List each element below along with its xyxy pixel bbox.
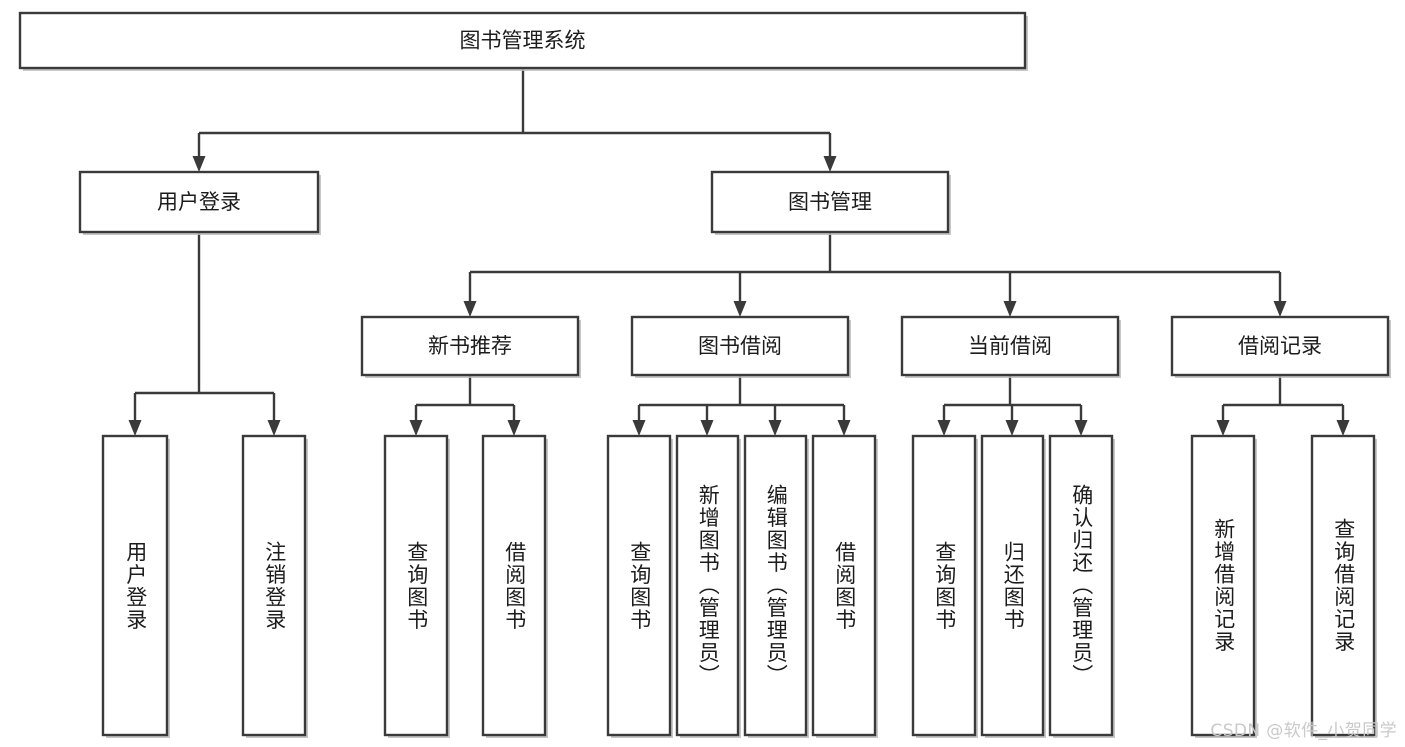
arrow-head-icon: [1216, 420, 1230, 436]
node-label: 借阅记录: [1238, 334, 1322, 358]
arrow-head-icon: [128, 420, 142, 436]
connector-book-manage: [468, 232, 1282, 301]
node-leaf-borrow-book[interactable]: [811, 434, 877, 737]
node-box[interactable]: [911, 434, 977, 737]
node-leaf-confirm-return[interactable]: [1048, 434, 1114, 737]
node-box[interactable]: [360, 315, 580, 377]
arrow-head-icon: [267, 420, 281, 436]
arrow-head-icon: [1005, 420, 1019, 436]
node-box[interactable]: [743, 434, 808, 737]
connector-new-book-rec: [414, 375, 516, 420]
node-label: 当前借阅: [968, 334, 1052, 358]
node-leaf-user-login[interactable]: [101, 434, 169, 737]
connector-root: [197, 68, 832, 156]
arrow-head-icon: [1074, 420, 1088, 436]
arrow-head-icon: [507, 420, 521, 436]
node-box[interactable]: [481, 434, 547, 737]
arrow-head-icon: [1336, 420, 1350, 436]
node-box[interactable]: [675, 434, 740, 737]
arrow-head-icon: [823, 156, 837, 172]
node-label: 用户登录: [157, 190, 241, 214]
node-box[interactable]: [710, 170, 950, 234]
node-book-borrow[interactable]: 图书借阅: [630, 315, 850, 377]
node-book-manage[interactable]: 图书管理: [710, 170, 950, 234]
node-box[interactable]: [241, 434, 307, 737]
node-label: 新书推荐: [428, 334, 512, 358]
node-box[interactable]: [18, 11, 1027, 70]
node-new-book-rec[interactable]: 新书推荐: [360, 315, 580, 377]
arrow-head-icon: [837, 420, 851, 436]
node-box[interactable]: [1170, 315, 1390, 377]
connector-current-borrow: [942, 375, 1083, 420]
arrow-head-icon: [409, 420, 423, 436]
arrow-head-icon: [632, 420, 646, 436]
node-box[interactable]: [78, 170, 320, 234]
connector-book-borrow: [637, 375, 846, 420]
node-box[interactable]: [1310, 434, 1376, 737]
node-user-login[interactable]: 用户登录: [78, 170, 320, 234]
connector-user-login: [133, 232, 276, 420]
node-box[interactable]: [980, 434, 1045, 737]
node-box[interactable]: [900, 315, 1120, 377]
arrow-head-icon: [192, 156, 206, 172]
node-box[interactable]: [630, 315, 850, 377]
node-current-borrow[interactable]: 当前借阅: [900, 315, 1120, 377]
node-leaf-edit-book[interactable]: [743, 434, 808, 737]
node-leaf-borrow-book-rec[interactable]: [481, 434, 547, 737]
node-box[interactable]: [1048, 434, 1114, 737]
arrow-head-icon: [463, 301, 477, 317]
arrow-head-icon: [1003, 301, 1017, 317]
arrow-head-icon: [768, 420, 782, 436]
node-label: 图书管理: [788, 190, 872, 214]
node-leaf-query-book[interactable]: [606, 434, 672, 737]
node-leaf-logout[interactable]: [241, 434, 307, 737]
node-box[interactable]: [1190, 434, 1256, 737]
node-leaf-add-record[interactable]: [1190, 434, 1256, 737]
node-label: 图书管理系统: [460, 29, 586, 53]
arrow-head-icon: [700, 420, 714, 436]
node-box[interactable]: [383, 434, 449, 737]
node-box[interactable]: [101, 434, 169, 737]
node-borrow-record[interactable]: 借阅记录: [1170, 315, 1390, 377]
connector-borrow-record: [1221, 375, 1345, 420]
arrow-head-icon: [1273, 301, 1287, 317]
node-box[interactable]: [606, 434, 672, 737]
node-leaf-add-book[interactable]: [675, 434, 740, 737]
node-leaf-return-book[interactable]: [980, 434, 1045, 737]
arrow-head-icon: [937, 420, 951, 436]
arrow-head-icon: [733, 301, 747, 317]
node-box[interactable]: [811, 434, 877, 737]
node-label: 图书借阅: [698, 334, 782, 358]
node-leaf-query-book-cur[interactable]: [911, 434, 977, 737]
watermark-text: CSDN @软件_小贺同学: [1210, 721, 1397, 741]
node-leaf-query-book-rec[interactable]: [383, 434, 449, 737]
connector-layer: [128, 68, 1350, 436]
node-leaf-query-record[interactable]: [1310, 434, 1376, 737]
node-root[interactable]: 图书管理系统: [18, 11, 1027, 70]
